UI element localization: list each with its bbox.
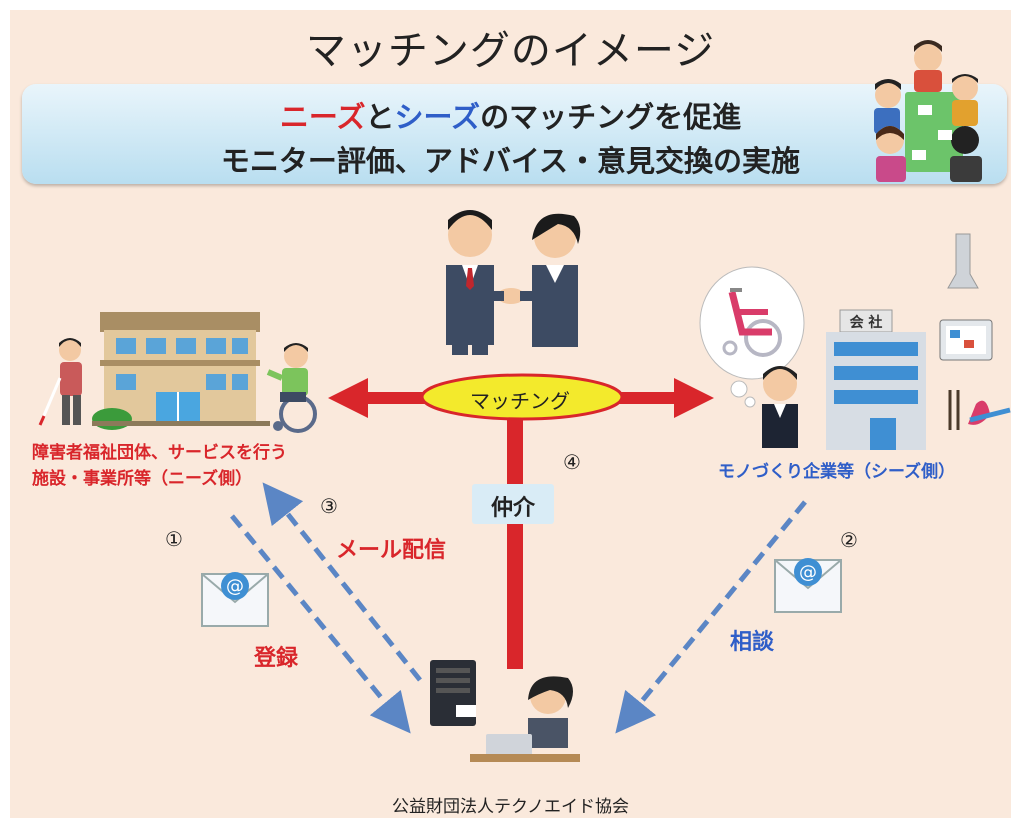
meeting-icon [874, 40, 982, 182]
mediation-label: 仲介 [490, 496, 535, 521]
and-text: と [365, 100, 395, 134]
banner-line-2: モニター評価、アドバイス・意見交換の実施 [220, 144, 801, 178]
consult-label: 相談 [730, 630, 775, 655]
company-icon [826, 309, 926, 450]
page-title: マッチングのイメージ [305, 28, 716, 74]
needs-label-2: 施設・事業所等（ニーズ側） [32, 469, 253, 489]
needs-text: ニーズ [279, 100, 366, 134]
envelope-at-icon: @ [201, 572, 269, 627]
organization-footer: 公益財団法人テクノエイド協会 [392, 797, 629, 817]
step-2-number: ② [840, 528, 858, 552]
building-icon [92, 312, 270, 430]
products-icon [939, 233, 1011, 430]
operator-icon [470, 676, 580, 762]
needs-label-1: 障害者福祉団体、サービスを行う [32, 443, 287, 463]
step-4-number: ④ [563, 450, 581, 474]
banner-line-1-rest: のマッチングを促進 [480, 100, 742, 134]
company-sign: 会 社 [849, 315, 883, 331]
step-3-number: ③ [320, 494, 338, 518]
mail-arrow [262, 482, 422, 682]
step-1-number: ① [165, 527, 183, 551]
mediation-line [507, 404, 523, 669]
mediation-box [472, 484, 554, 524]
wheelchair-user-icon [266, 343, 317, 433]
seeds-text: シーズ [394, 100, 481, 134]
matching-ellipse [420, 373, 624, 421]
engineer-icon [762, 366, 798, 448]
mail-delivery-label: メール配信 [336, 538, 447, 563]
cane-user-icon [38, 338, 82, 426]
matching-label: マッチング [470, 389, 570, 413]
svg-text:@: @ [226, 576, 244, 597]
wheelchair-icon [699, 266, 805, 408]
handshake-icon [446, 210, 581, 355]
banner-line-1: ニーズとシーズのマッチングを促進 [0, 94, 1021, 136]
envelope-at-icon: @ [774, 558, 842, 613]
register-label: 登録 [254, 646, 299, 671]
svg-text:@: @ [799, 562, 817, 583]
banner-box [22, 84, 1007, 184]
seeds-label: モノづくり企業等（シーズ側） [718, 462, 956, 482]
server-icon [430, 660, 476, 726]
consult-arrow [615, 500, 807, 734]
